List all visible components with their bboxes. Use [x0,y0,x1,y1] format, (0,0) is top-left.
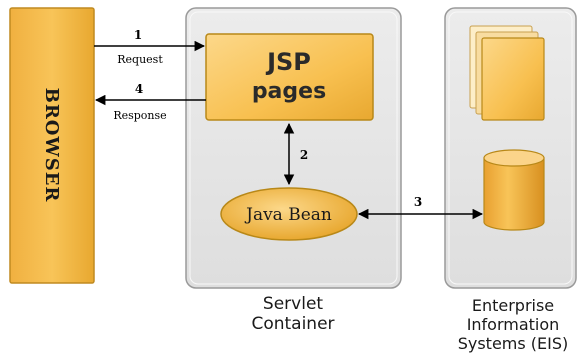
response-label: Response [113,109,166,122]
browser-label: BROWSER [41,88,62,203]
step3-number: 3 [414,195,422,209]
step1-number: 1 [134,28,142,42]
servlet-container-caption-line1: Servlet [263,294,323,314]
servlet-container-caption-line2: Container [251,314,334,334]
step2-number: 2 [300,148,308,162]
request-label: Request [117,53,163,66]
jsp-label-line1: JSP [265,48,311,76]
jsp-label-line2: pages [252,79,326,104]
document-stack-icon [469,25,545,121]
eis-caption-line3: Systems (EIS) [458,334,569,353]
database-cylinder-icon [483,149,545,231]
browser-panel: BROWSER [9,7,95,284]
jsp-bean-arrow: 2 [283,122,308,186]
java-bean-node: Java Bean [220,187,358,241]
java-bean-label: Java Bean [244,205,332,225]
eis-caption-line2: Information [467,315,560,334]
request-arrow: 1 Request [94,28,206,66]
jsp-pages-box: JSP pages [205,33,374,121]
step4-number: 4 [135,82,143,96]
bean-eis-arrow: 3 [357,195,484,220]
response-arrow: 4 Response [94,82,206,122]
eis-caption-line1: Enterprise [472,296,554,315]
